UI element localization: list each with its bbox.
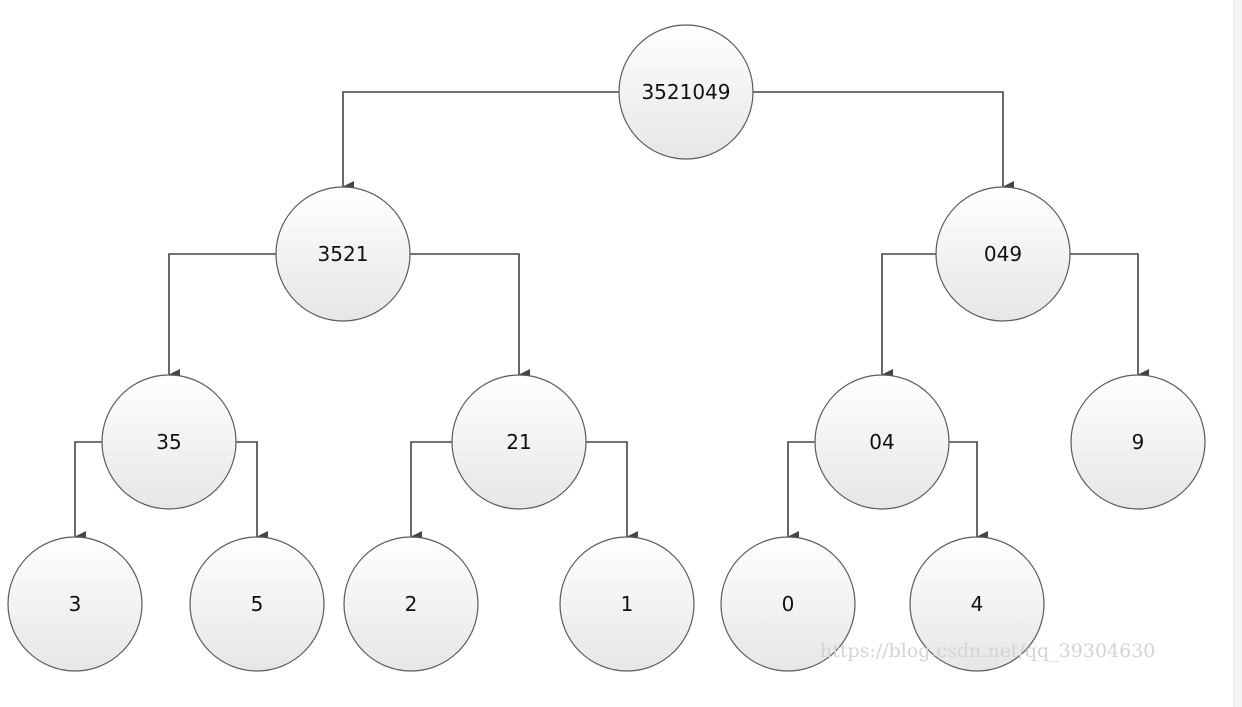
node-label: 4 — [971, 592, 984, 616]
node-label: 3521 — [318, 242, 369, 266]
node-circle — [559, 536, 695, 672]
node-label: 21 — [506, 430, 531, 454]
tree-node: 3 — [7, 536, 143, 672]
node-circle — [720, 536, 856, 672]
edges-layer — [74, 91, 1149, 543]
node-label: 3 — [69, 592, 82, 616]
node-circle — [451, 374, 587, 510]
edge-arrow-root-to-049 — [753, 91, 1014, 193]
tree-node: 4 — [909, 536, 1045, 672]
node-circle — [7, 536, 143, 672]
page-edge-divider — [1233, 0, 1242, 707]
edge-arrow-049-to-9 — [1070, 253, 1149, 381]
tree-node: 35 — [101, 374, 237, 510]
edge-arrow-04-to-0 — [787, 441, 815, 543]
edge-arrow-3521-to-35 — [168, 253, 276, 381]
tree-node: 3521 — [275, 186, 411, 322]
node-circle — [935, 186, 1071, 322]
edge-arrow-049-to-04 — [881, 253, 936, 381]
node-circle — [814, 374, 950, 510]
tree-node: 1 — [559, 536, 695, 672]
edge-arrow-04-to-4 — [949, 441, 988, 543]
tree-node: 0 — [720, 536, 856, 672]
node-label: 1 — [621, 592, 634, 616]
edge-arrow-35-to-5 — [236, 441, 268, 543]
edge-arrow-root-to-3521 — [342, 91, 619, 193]
node-circle — [275, 186, 411, 322]
node-circle — [909, 536, 1045, 672]
watermark-text: https://blog.csdn.net/qq_39304630 — [820, 640, 1156, 662]
edge-arrow-21-to-1 — [586, 441, 638, 543]
node-label: 3521049 — [641, 80, 730, 104]
tree-node: 049 — [935, 186, 1071, 322]
node-circle — [618, 24, 754, 160]
edge-arrow-21-to-2 — [410, 441, 452, 543]
edge-arrow-3521-to-21 — [410, 253, 530, 381]
node-label: 2 — [405, 592, 418, 616]
node-circle — [189, 536, 325, 672]
edge-arrow-35-to-3 — [74, 441, 102, 543]
tree-node: 21 — [451, 374, 587, 510]
tree-node: 9 — [1070, 374, 1206, 510]
node-label: 04 — [869, 430, 894, 454]
node-label: 0 — [782, 592, 795, 616]
node-label: 049 — [984, 242, 1022, 266]
node-label: 5 — [251, 592, 264, 616]
node-circle — [1070, 374, 1206, 510]
tree-node: 5 — [189, 536, 325, 672]
tree-node: 04 — [814, 374, 950, 510]
tree-node: 3521049 — [618, 24, 754, 160]
tree-node: 2 — [343, 536, 479, 672]
node-label: 9 — [1132, 430, 1145, 454]
node-circle — [343, 536, 479, 672]
node-label: 35 — [156, 430, 181, 454]
node-circle — [101, 374, 237, 510]
